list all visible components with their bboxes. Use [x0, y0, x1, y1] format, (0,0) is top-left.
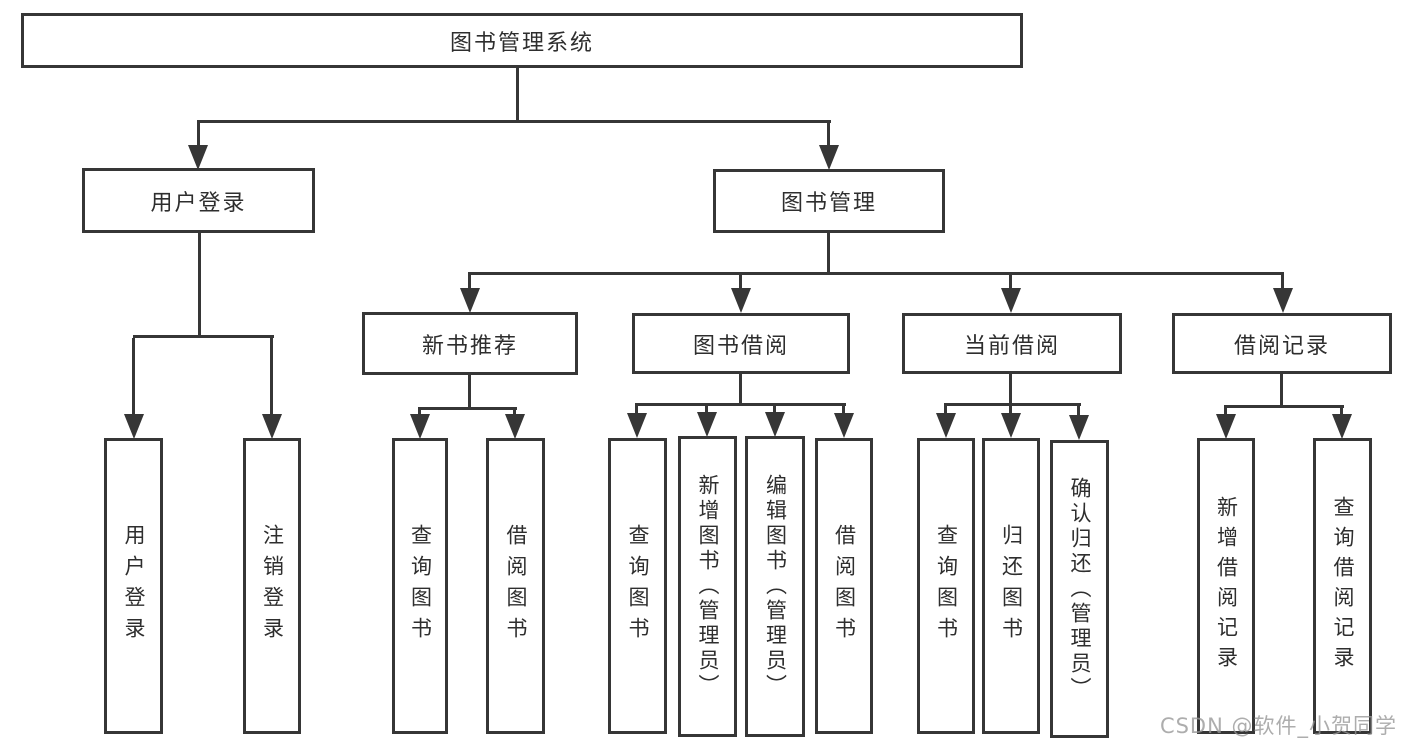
- leaf-return-books: 归还图书: [982, 438, 1040, 734]
- edge-leaf-stem: [635, 405, 638, 414]
- arrowhead-icon: [765, 412, 785, 437]
- edge-to-new-rec: [468, 275, 471, 290]
- arrowhead-icon: [124, 414, 144, 439]
- edge-leaf-stem: [842, 405, 845, 414]
- leaf-confirm-return-admin: 确认归还（管理员）: [1050, 440, 1109, 738]
- edge-record-bus: [1224, 405, 1344, 408]
- csdn-watermark: CSDN @软件_小贺同学: [1159, 714, 1397, 738]
- edge-to-record: [1281, 275, 1284, 290]
- leaf-add-borrow-record: 新增借阅记录: [1197, 438, 1255, 734]
- node-user-login: 用户登录: [82, 168, 315, 233]
- arrowhead-icon: [188, 145, 208, 170]
- edge-leaf-stem: [705, 405, 708, 414]
- edge-leaf-stem: [773, 405, 776, 414]
- leaf-borrow-books-2: 借阅图书: [815, 438, 873, 734]
- edge-record-stem: [1280, 373, 1283, 407]
- arrowhead-icon: [627, 413, 647, 438]
- edge-to-user-login: [197, 123, 200, 146]
- arrowhead-icon: [1216, 414, 1236, 439]
- edge-book-mgmt-stem: [827, 233, 830, 275]
- node-new-book-recommend: 新书推荐: [362, 312, 578, 375]
- arrowhead-icon: [505, 414, 525, 439]
- edge-new-rec-bus: [418, 407, 517, 410]
- arrowhead-icon: [731, 288, 751, 313]
- arrowhead-icon: [697, 412, 717, 437]
- leaf-edit-books-admin: 编辑图书（管理员）: [745, 436, 805, 737]
- arrowhead-icon: [262, 414, 282, 439]
- edge-leaf-stem: [944, 405, 947, 414]
- edge-to-current: [1009, 275, 1012, 290]
- edge-new-rec-stem: [468, 375, 471, 409]
- node-root-library-system: 图书管理系统: [21, 13, 1023, 68]
- leaf-borrow-books-1: 借阅图书: [486, 438, 545, 734]
- arrowhead-icon: [1273, 288, 1293, 313]
- edge-leaf-stem: [418, 409, 421, 416]
- edge-leaf-stem: [513, 409, 516, 416]
- edge-book-mgmt-bus: [468, 272, 1284, 275]
- edge-root-stem: [516, 66, 519, 123]
- arrowhead-icon: [1332, 414, 1352, 439]
- edge-to-borrow: [739, 275, 742, 290]
- edge-current-bus: [944, 403, 1081, 406]
- node-book-management: 图书管理: [713, 169, 945, 233]
- edge-leaf-stem: [1224, 407, 1227, 415]
- arrowhead-icon: [936, 413, 956, 438]
- edge-leaf-stem: [1077, 405, 1080, 416]
- edge-leaf-stem: [1340, 407, 1343, 415]
- arrowhead-icon: [1001, 288, 1021, 313]
- edge-to-leaf-logout: [270, 338, 273, 416]
- leaf-query-books-2: 查询图书: [608, 438, 667, 734]
- edge-borrow-bus: [635, 403, 846, 406]
- node-book-borrow: 图书借阅: [632, 313, 850, 374]
- leaf-logout: 注销登录: [243, 438, 301, 734]
- arrowhead-icon: [460, 288, 480, 313]
- edge-borrow-stem: [739, 374, 742, 405]
- edge-user-login-stem: [198, 233, 201, 337]
- edge-to-leaf-login: [132, 338, 135, 416]
- node-borrow-record: 借阅记录: [1172, 313, 1392, 374]
- leaf-query-books-1: 查询图书: [392, 438, 448, 734]
- edge-current-stem: [1009, 374, 1012, 405]
- leaf-query-books-3: 查询图书: [917, 438, 975, 734]
- leaf-query-borrow-record: 查询借阅记录: [1313, 438, 1372, 734]
- edge-to-book-mgmt: [827, 123, 830, 146]
- arrowhead-icon: [410, 414, 430, 439]
- edge-root-bus: [197, 120, 831, 123]
- leaf-user-login: 用户登录: [104, 438, 163, 734]
- arrowhead-icon: [1001, 413, 1021, 438]
- edge-user-login-bus: [133, 335, 274, 338]
- arrowhead-icon: [819, 145, 839, 170]
- edge-leaf-stem: [1009, 405, 1012, 414]
- node-current-borrow: 当前借阅: [902, 313, 1122, 374]
- leaf-add-books-admin: 新增图书（管理员）: [678, 436, 737, 737]
- arrowhead-icon: [1069, 415, 1089, 440]
- arrowhead-icon: [834, 413, 854, 438]
